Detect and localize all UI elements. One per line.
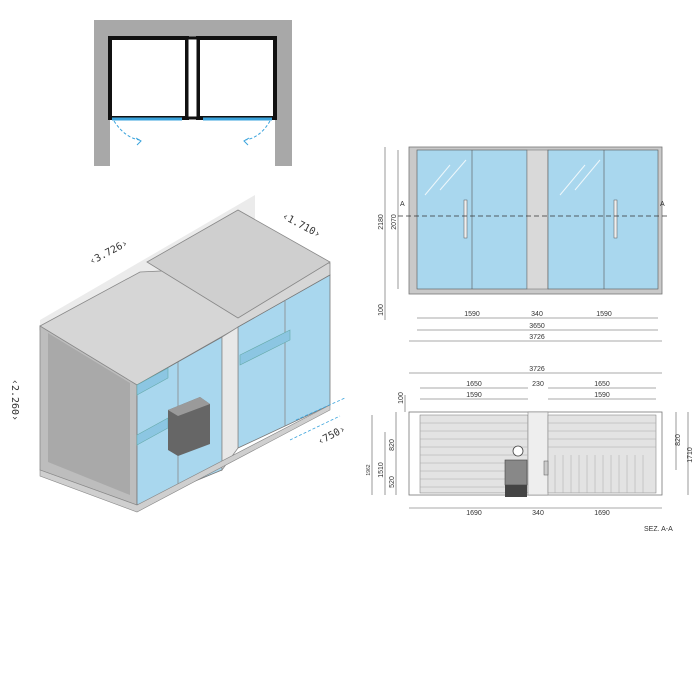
section-dim-right-b: 1590 <box>594 392 610 399</box>
iso-bench-upper-right <box>239 329 291 366</box>
section-door-handle <box>543 460 549 476</box>
iso-clearance-line-2 <box>289 415 341 441</box>
plan-arrow-right-icon <box>243 137 250 146</box>
front-dim-width-right: 1590 <box>596 311 612 318</box>
front-dim-width-inner: 3650 <box>529 323 545 330</box>
section-label: SEZ. A-A <box>644 526 673 533</box>
iso-bench-upper-left <box>136 367 169 396</box>
section-dim-left-h-820: 820 <box>389 439 396 451</box>
section-dim-mid-c: 340 <box>532 510 544 517</box>
plan-door-swing-right-icon <box>244 120 271 141</box>
front-dim-width-left: 1590 <box>464 311 480 318</box>
front-handle-right <box>613 199 618 239</box>
iso-end-panel-inner <box>48 333 130 495</box>
section-left-planks <box>420 422 528 488</box>
section-dim-left-a: 1650 <box>466 381 482 388</box>
section-view: 3726 1650 230 1650 1590 1590 1690 340 16… <box>366 366 694 533</box>
iso-dim-height: ‹2.260› <box>9 379 20 421</box>
front-handle-left <box>463 199 468 239</box>
plan-room-left <box>108 36 189 120</box>
front-dim-height-glass: 2070 <box>391 214 398 230</box>
iso-dim-depth: ‹1.710› <box>280 211 322 241</box>
section-thermometer-icon <box>512 445 524 457</box>
plan-room-right <box>196 36 277 120</box>
iso-center-post <box>221 326 239 472</box>
section-dim-top-gap: 100 <box>398 392 405 404</box>
front-dim-plinth: 100 <box>378 304 385 316</box>
iso-plinth <box>39 404 331 513</box>
section-dim-right-a: 1650 <box>594 381 610 388</box>
iso-clearance-line-1 <box>295 397 346 421</box>
section-right-planks <box>548 422 656 493</box>
front-glare-icon <box>424 159 601 196</box>
front-glass-right <box>547 149 659 290</box>
iso-roof-raised <box>146 209 331 319</box>
front-center-post <box>526 149 549 290</box>
front-dim-height-total: 2180 <box>378 214 385 230</box>
front-view: A A 2180 2070 100 1590 340 1590 3650 372… <box>378 146 668 342</box>
iso-dim-length: ‹3.726› <box>88 238 130 268</box>
section-center-post <box>527 411 549 496</box>
section-dim-right-h-1710: 1710 <box>687 447 694 463</box>
front-section-mark-right: A <box>660 201 665 208</box>
section-dim-left-h-total: 1962 <box>366 464 372 475</box>
section-dim-left-h-520: 520 <box>389 476 396 488</box>
section-right-room <box>547 414 657 494</box>
front-dim-width-mid: 340 <box>531 311 543 318</box>
section-dim-mid-a: 230 <box>532 381 544 388</box>
section-stove <box>505 483 527 497</box>
plan-arrow-left-icon <box>135 137 142 146</box>
section-dim-left-b: 1590 <box>466 392 482 399</box>
plan-view <box>94 20 292 166</box>
section-dim-right-h-820: 820 <box>675 434 682 446</box>
section-stove-body <box>504 459 528 486</box>
plan-divider <box>185 36 200 120</box>
plan-door-swing-left-icon <box>113 120 141 141</box>
iso-dim-clearance: ‹750› <box>316 424 348 448</box>
front-section-mark-left: A <box>400 201 405 208</box>
iso-view: ‹3.726› ‹1.710› ‹2.260› ‹750› <box>9 195 348 513</box>
section-dim-left-h-1510: 1510 <box>378 462 385 478</box>
section-dim-width-outer: 3726 <box>529 366 545 373</box>
section-dim-right-c: 1690 <box>594 510 610 517</box>
iso-stove-top <box>168 397 210 416</box>
front-dim-width-outer: 3726 <box>529 334 545 341</box>
section-dim-left-c: 1690 <box>466 510 482 517</box>
